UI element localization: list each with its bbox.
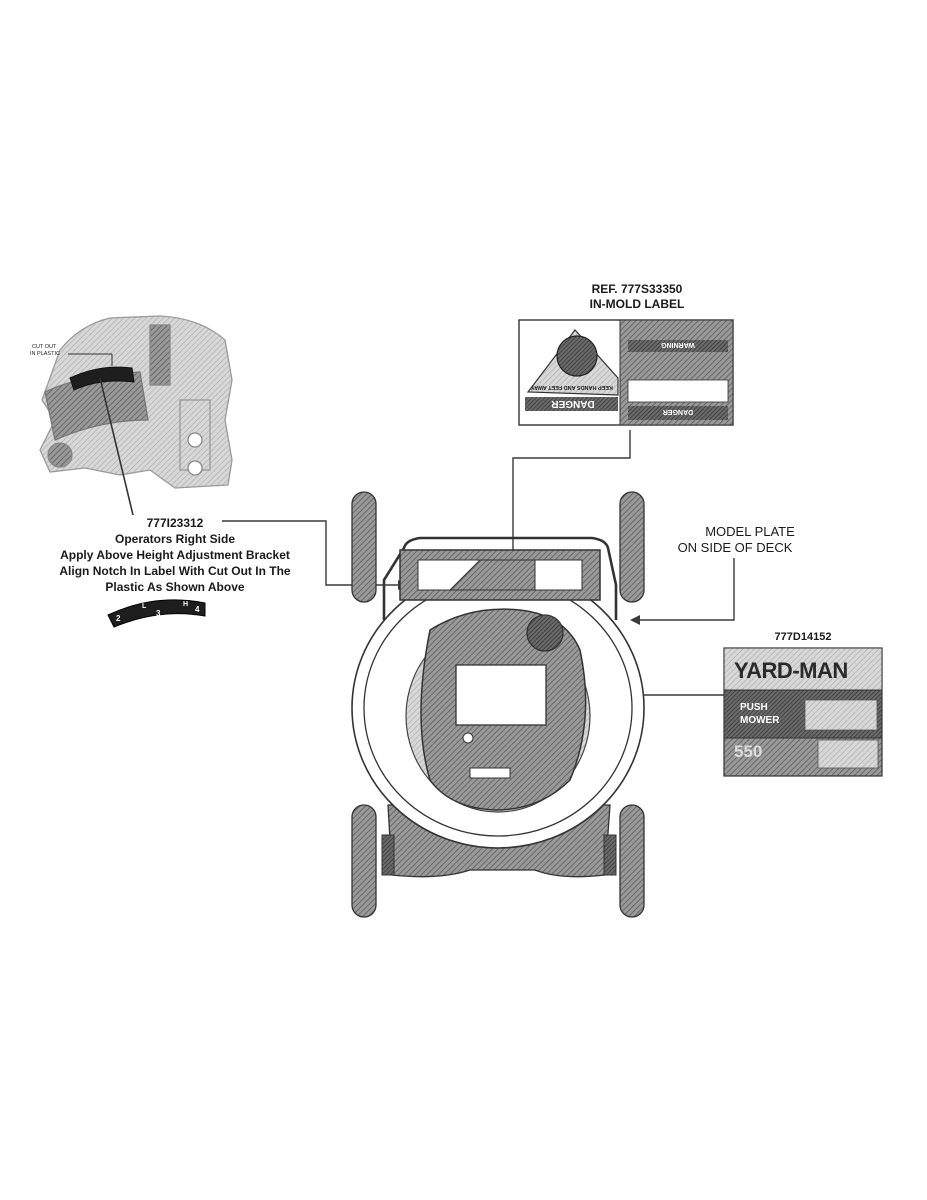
height-bracket-sketch bbox=[39, 315, 233, 489]
wheel-front-left bbox=[351, 804, 377, 918]
wheel-rear-right bbox=[619, 491, 645, 603]
height-label-line1: Operators Right Side bbox=[114, 532, 236, 546]
yardman-mower: MOWER bbox=[740, 715, 780, 726]
model-plate-line2: ON SIDE OF DECK bbox=[677, 540, 793, 555]
in-mold-ref-caption: IN-MOLD LABEL bbox=[589, 297, 685, 311]
fuel-cap bbox=[526, 614, 564, 652]
yardman-brand: YARD-MAN bbox=[734, 658, 848, 683]
height-label-in-situ bbox=[69, 366, 135, 391]
yardman-label-graphic bbox=[723, 647, 883, 777]
in-mold-danger-word: DANGER bbox=[551, 398, 595, 409]
notch-pos-2: 2 bbox=[116, 614, 121, 623]
wheel-front-right bbox=[619, 804, 645, 918]
engine-label-area bbox=[455, 664, 547, 726]
model-plate-line1: MODEL PLATE bbox=[705, 524, 795, 539]
height-label-line3: Align Notch In Label With Cut Out In The bbox=[59, 564, 291, 578]
height-label-part-number: 777I23312 bbox=[146, 516, 204, 530]
yardman-part-number: 777D14152 bbox=[774, 631, 832, 643]
cutout-label-line1: CUT OUT bbox=[32, 344, 57, 350]
wheel-rear-left bbox=[351, 491, 377, 603]
cutout-label-line2: IN PLASTIC bbox=[30, 351, 60, 357]
handle-bar bbox=[382, 536, 618, 620]
notch-pos-4: 4 bbox=[195, 605, 200, 614]
in-mold-danger-small: DANGER bbox=[662, 408, 694, 415]
height-label-detail bbox=[107, 599, 206, 628]
notch-pos-h: H bbox=[183, 601, 189, 608]
height-label-line2: Apply Above Height Adjustment Bracket bbox=[60, 548, 290, 562]
notch-pos-l: L bbox=[142, 603, 147, 610]
arrowhead-deck bbox=[630, 615, 640, 625]
yardman-model-number: 550 bbox=[734, 742, 763, 761]
in-mold-label-graphic bbox=[518, 319, 734, 426]
yardman-push: PUSH bbox=[740, 702, 768, 713]
height-label-leader bbox=[99, 377, 134, 516]
in-mold-ref-number: REF. 777S33350 bbox=[591, 282, 683, 296]
height-label-line4: Plastic As Shown Above bbox=[105, 580, 245, 594]
in-mold-warning-word: WARNING bbox=[661, 341, 695, 348]
mower-illustration bbox=[351, 491, 645, 918]
notch-pos-3: 3 bbox=[156, 609, 161, 618]
in-mold-keep-hands: KEEP HANDS AND FEET AWAY bbox=[531, 384, 613, 390]
